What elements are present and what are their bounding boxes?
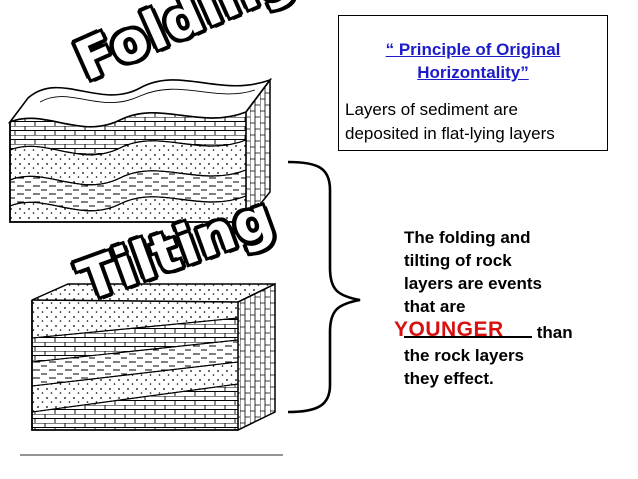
tilted-block-side-face [237,282,276,432]
explanation-text: The folding and tilting of rock layers a… [404,226,604,390]
answer-blank [404,318,532,338]
folded-block-side-face [245,77,271,225]
explanation-line1: The folding and [404,228,531,247]
principle-box: “ Principle of Original Horizontality” L… [338,15,608,151]
explanation-blank-line: than [404,318,604,344]
principle-body-line2: deposited in flat-lying layers [345,124,555,143]
explanation-line3: layers are events [404,274,542,293]
principle-title-line2: Horizontality” [417,63,529,82]
folded-block [7,77,273,225]
curly-brace [287,160,361,414]
explanation-line4: that are [404,297,466,316]
explanation-line7: they effect. [404,369,494,388]
principle-title-line1: “ Principle of Original [385,40,561,59]
principle-body: Layers of sediment are deposited in flat… [345,98,607,146]
explanation-line2: tilting of rock [404,251,512,270]
principle-title: “ Principle of Original Horizontality” [339,38,607,84]
tilted-block [31,282,276,432]
explanation-blank-suffix: than [532,323,573,342]
explanation-line6: the rock layers [404,346,525,365]
principle-body-line1: Layers of sediment are [345,100,518,119]
answer-word: YOUNGER [394,318,504,341]
folded-layer-4 [9,195,247,223]
